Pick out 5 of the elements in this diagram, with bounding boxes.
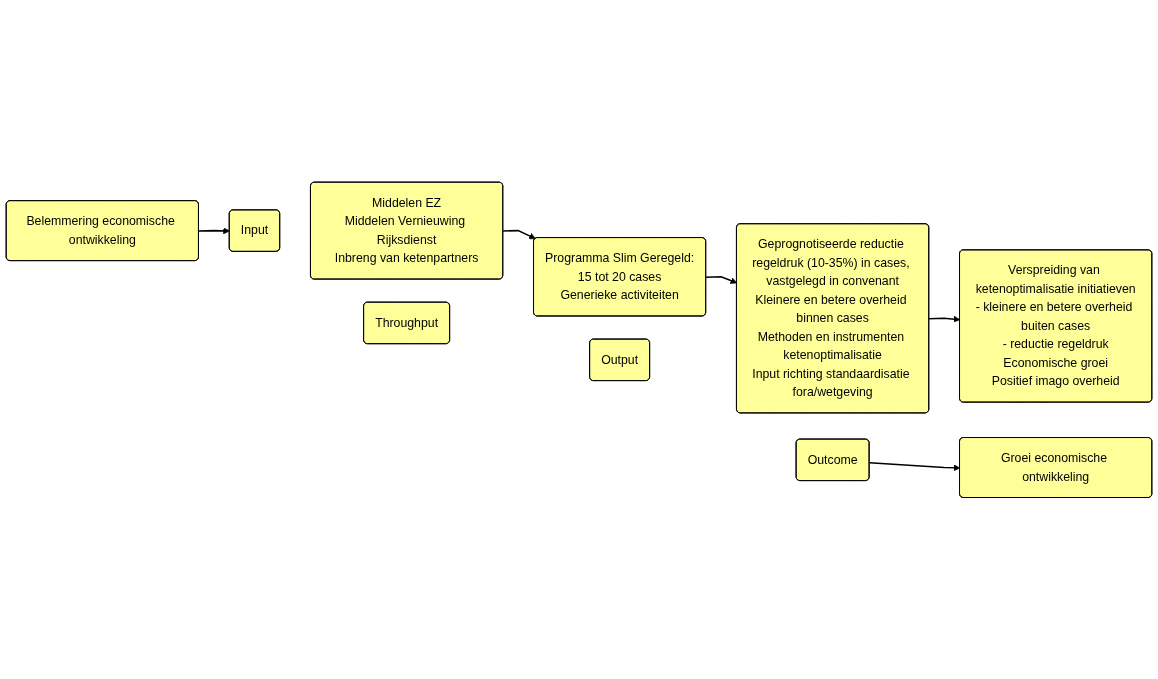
arrow (198, 227, 230, 234)
arrow (705, 275, 738, 284)
arrow (502, 229, 536, 239)
arrow (928, 315, 961, 323)
arrow (868, 461, 961, 471)
